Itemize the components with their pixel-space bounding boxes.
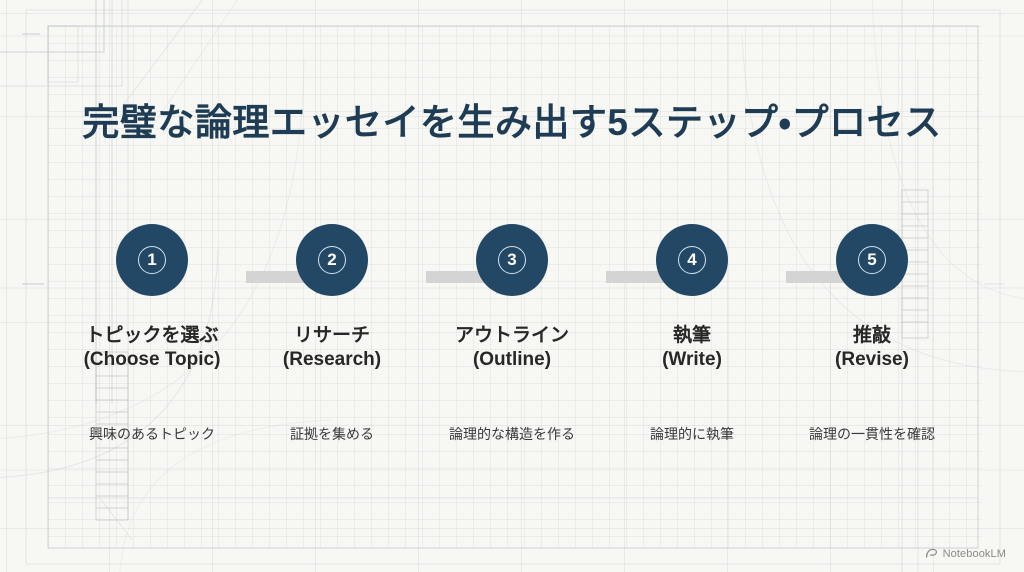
- watermark: NotebookLM: [925, 547, 1006, 560]
- step-label-4: 執筆 (Write): [662, 324, 722, 373]
- step-label-en-3: (Outline): [472, 349, 552, 371]
- page-title: 完璧な論理エッセイを生み出す5ステップ・プロセス: [82, 102, 942, 143]
- process-step-1[interactable]: 1 トピックを選ぶ (Choose Topic) 興味のあるトピック: [62, 210, 350, 442]
- step-circle-3: 3: [476, 224, 548, 296]
- step-circle-1: 1: [116, 224, 188, 296]
- step-circle-wrap-2: 2: [296, 210, 530, 310]
- step-description-3: 論理的な構造を作る: [449, 426, 575, 442]
- step-circle-wrap-3: 3: [476, 210, 710, 310]
- step-description-2: 証拠を集める: [290, 426, 374, 442]
- step-number-3: 3: [498, 246, 526, 274]
- step-description-4: 論理的に執筆: [650, 426, 734, 442]
- step-circle-wrap-5: 5: [836, 210, 908, 310]
- step-label-2: リサーチ (Research): [283, 324, 381, 373]
- step-label-1: トピックを選ぶ (Choose Topic): [84, 324, 221, 373]
- step-label-ja-3: アウトライン: [454, 325, 569, 346]
- step-number-4: 4: [678, 246, 706, 274]
- step-description-1: 興味のあるトピック: [89, 426, 215, 442]
- step-label-5: 推敲 (Revise): [835, 324, 909, 373]
- step-number-2: 2: [318, 246, 346, 274]
- step-number-1: 1: [138, 246, 166, 274]
- step-circle-4: 4: [656, 224, 728, 296]
- watermark-label: NotebookLM: [942, 547, 1006, 560]
- step-circle-wrap-4: 4: [656, 210, 890, 310]
- step-label-3: アウトライン (Outline): [455, 324, 569, 373]
- step-circle-wrap-1: 1: [116, 210, 350, 310]
- step-label-en-2: (Research): [282, 349, 382, 371]
- step-label-en-5: (Revise): [835, 349, 909, 371]
- step-circle-2: 2: [296, 224, 368, 296]
- notebooklm-logo-icon: [925, 547, 938, 560]
- step-label-en-1: (Choose Topic): [83, 349, 221, 371]
- step-circle-5: 5: [836, 224, 908, 296]
- step-label-ja-5: 推敲: [852, 325, 891, 346]
- process-steps: 1 トピックを選ぶ (Choose Topic) 興味のあるトピック 2: [62, 210, 962, 442]
- step-description-5: 論理の一貫性を確認: [809, 426, 935, 442]
- step-label-en-4: (Write): [662, 349, 722, 371]
- process-step-5[interactable]: 5 推敲 (Revise) 論理の一貫性を確認: [782, 210, 962, 442]
- step-label-ja-2: リサーチ: [293, 325, 370, 346]
- step-number-5: 5: [858, 246, 886, 274]
- step-label-ja-1: トピックを選ぶ: [85, 325, 219, 346]
- step-label-ja-4: 執筆: [672, 325, 711, 346]
